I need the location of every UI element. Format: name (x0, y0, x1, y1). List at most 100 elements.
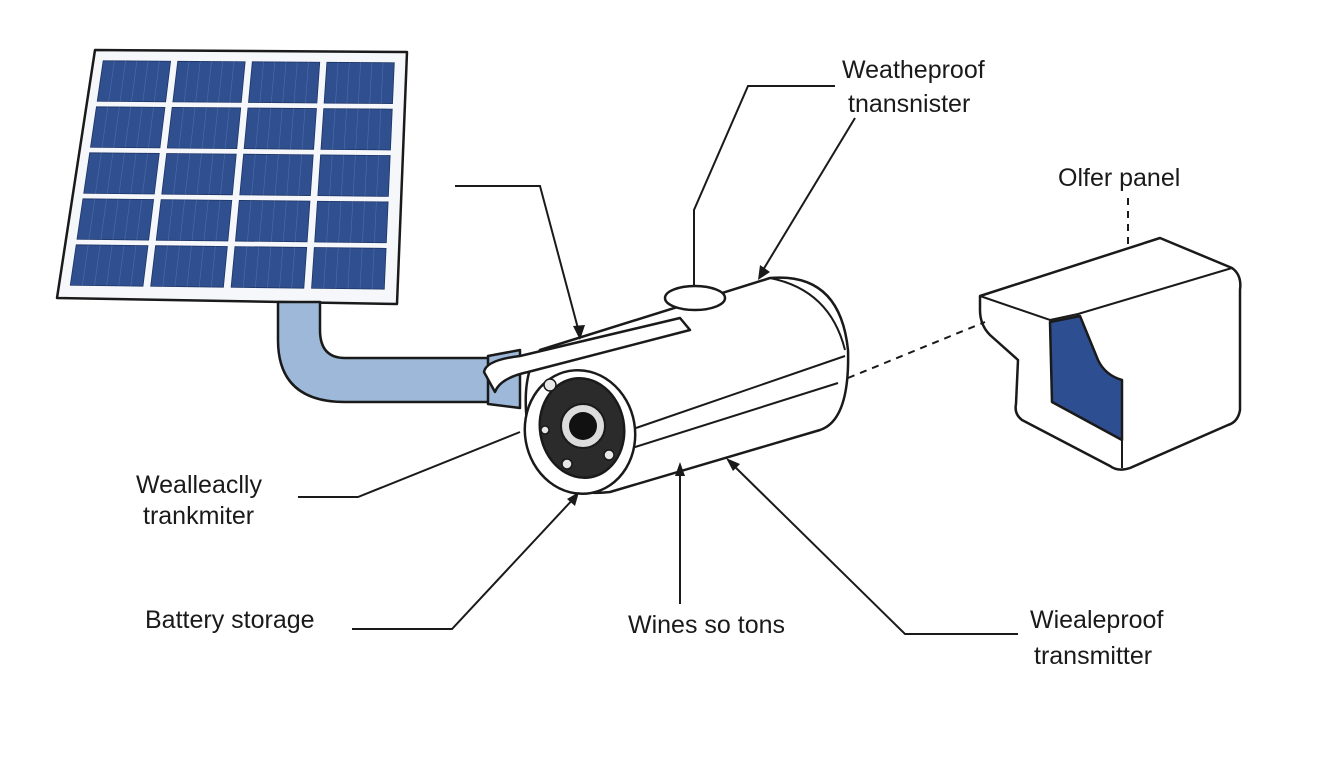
solar-cell-line (335, 247, 339, 289)
solar-panel (55, 48, 409, 306)
solar-cell-line (106, 152, 114, 194)
solar-cell-line (88, 198, 96, 240)
label-weatheproof-line1: Weatheproof (842, 56, 985, 84)
solar-cell-line (131, 60, 138, 102)
solar-cell-line (286, 154, 291, 196)
solar-cell-line (218, 61, 223, 103)
solar-cell-line (376, 155, 379, 197)
solar-cell-line (184, 153, 191, 195)
solar-cell-line (338, 201, 342, 243)
solar-cell-line (186, 246, 192, 287)
solar-cell-line (359, 248, 363, 289)
solar-cell-line (153, 61, 160, 102)
top-vent-icon (663, 284, 727, 312)
solar-cell-line (224, 107, 230, 149)
solar-cell-line (267, 247, 272, 288)
solar-cell-line (190, 107, 196, 149)
solar-cell-line (130, 153, 137, 194)
solar-cell-line (167, 199, 174, 241)
solar-cell-line (191, 199, 197, 241)
solar-cell-line (201, 107, 207, 149)
solar-cell-line (352, 155, 356, 197)
solar-cell-line (298, 154, 302, 196)
labels: Weatheproof tnansnister Olfer panel Weal… (136, 56, 1180, 670)
solar-cell-line (279, 247, 284, 288)
solar-cell-line (100, 199, 107, 240)
solar-cell-line (195, 61, 201, 103)
solar-cell-line (118, 245, 125, 286)
leader-lines (298, 85, 1129, 635)
solar-cell-line (251, 154, 256, 196)
solar-cell-line (206, 61, 212, 103)
solar-cell-line (358, 62, 361, 104)
label-olfer-panel: Olfer panel (1058, 164, 1180, 192)
solar-cell-line (130, 245, 137, 287)
solar-cell-line (282, 62, 287, 103)
solar-cell-line (374, 201, 377, 243)
solar-cell-line (118, 153, 125, 194)
solar-cell-line (124, 199, 131, 240)
solar-cell-line (95, 152, 102, 194)
label-wines-so-tons: Wines so tons (628, 611, 785, 639)
solar-cell-line (108, 60, 115, 102)
solar-cell-line (259, 200, 264, 242)
solar-cell-line (94, 245, 101, 286)
solar-cell-line (378, 109, 382, 150)
solar-cell-line (179, 199, 185, 241)
solar-cell-line (343, 108, 347, 150)
solar-cell-line (301, 108, 306, 150)
solar-cell-line (291, 247, 296, 289)
solar-cell-line (162, 245, 168, 287)
solar-cell-line (148, 107, 154, 148)
label-battery-storage: Battery storage (145, 606, 315, 634)
solar-cell-line (101, 106, 109, 148)
solar-cell-line (290, 108, 294, 150)
solar-cell-line (208, 153, 214, 195)
solar-cell-line (263, 154, 268, 196)
solar-cell-line (364, 155, 368, 197)
solar-cell-line (282, 200, 287, 242)
label-wiealeproof-line2: transmitter (1034, 642, 1152, 670)
solar-cell-line (220, 154, 225, 195)
solar-cell-line (341, 155, 345, 196)
solar-cell-line (106, 245, 113, 286)
solar-cell-line (362, 201, 365, 243)
solar-cell-line (274, 154, 279, 196)
solar-cell-line (229, 61, 235, 103)
security-camera (482, 276, 850, 496)
solar-cell-line (267, 108, 272, 149)
solar-cell-line (255, 246, 260, 288)
solar-panel-cells (69, 60, 395, 290)
solar-cell-line (326, 201, 330, 243)
solar-cell-line (203, 200, 209, 241)
solar-cell-line (270, 61, 276, 103)
solar-cell-line (323, 247, 327, 289)
solar-cell-line (332, 108, 336, 150)
solar-cell-line (293, 62, 298, 103)
solar-cell-line (355, 108, 359, 150)
solar-cell-line (119, 60, 126, 102)
solar-cell-line (242, 246, 248, 288)
solar-cell-line (350, 201, 354, 243)
solar-cell-line (112, 199, 119, 240)
solar-cell-line (278, 108, 283, 149)
solar-cell-line (82, 244, 89, 286)
solar-cell-line (369, 62, 373, 104)
solar-cell-line (371, 248, 375, 290)
solar-cell-line (247, 200, 252, 242)
label-wiealeproof-line1: Wiealeproof (1030, 606, 1163, 634)
solar-cell-line (136, 199, 143, 240)
solar-cell-line (347, 247, 351, 289)
solar-cell-line (380, 62, 384, 104)
cable-conduit (276, 300, 522, 410)
solar-cell-line (124, 107, 131, 148)
solar-cell-line (183, 61, 190, 102)
solar-cell-line (136, 107, 143, 148)
solar-cell-line (335, 62, 339, 104)
solar-cell-line (215, 200, 221, 241)
solar-cell-line (366, 108, 370, 150)
solar-cell-line (113, 106, 120, 148)
solar-cell-line (294, 200, 299, 242)
solar-cell-line (142, 153, 148, 194)
